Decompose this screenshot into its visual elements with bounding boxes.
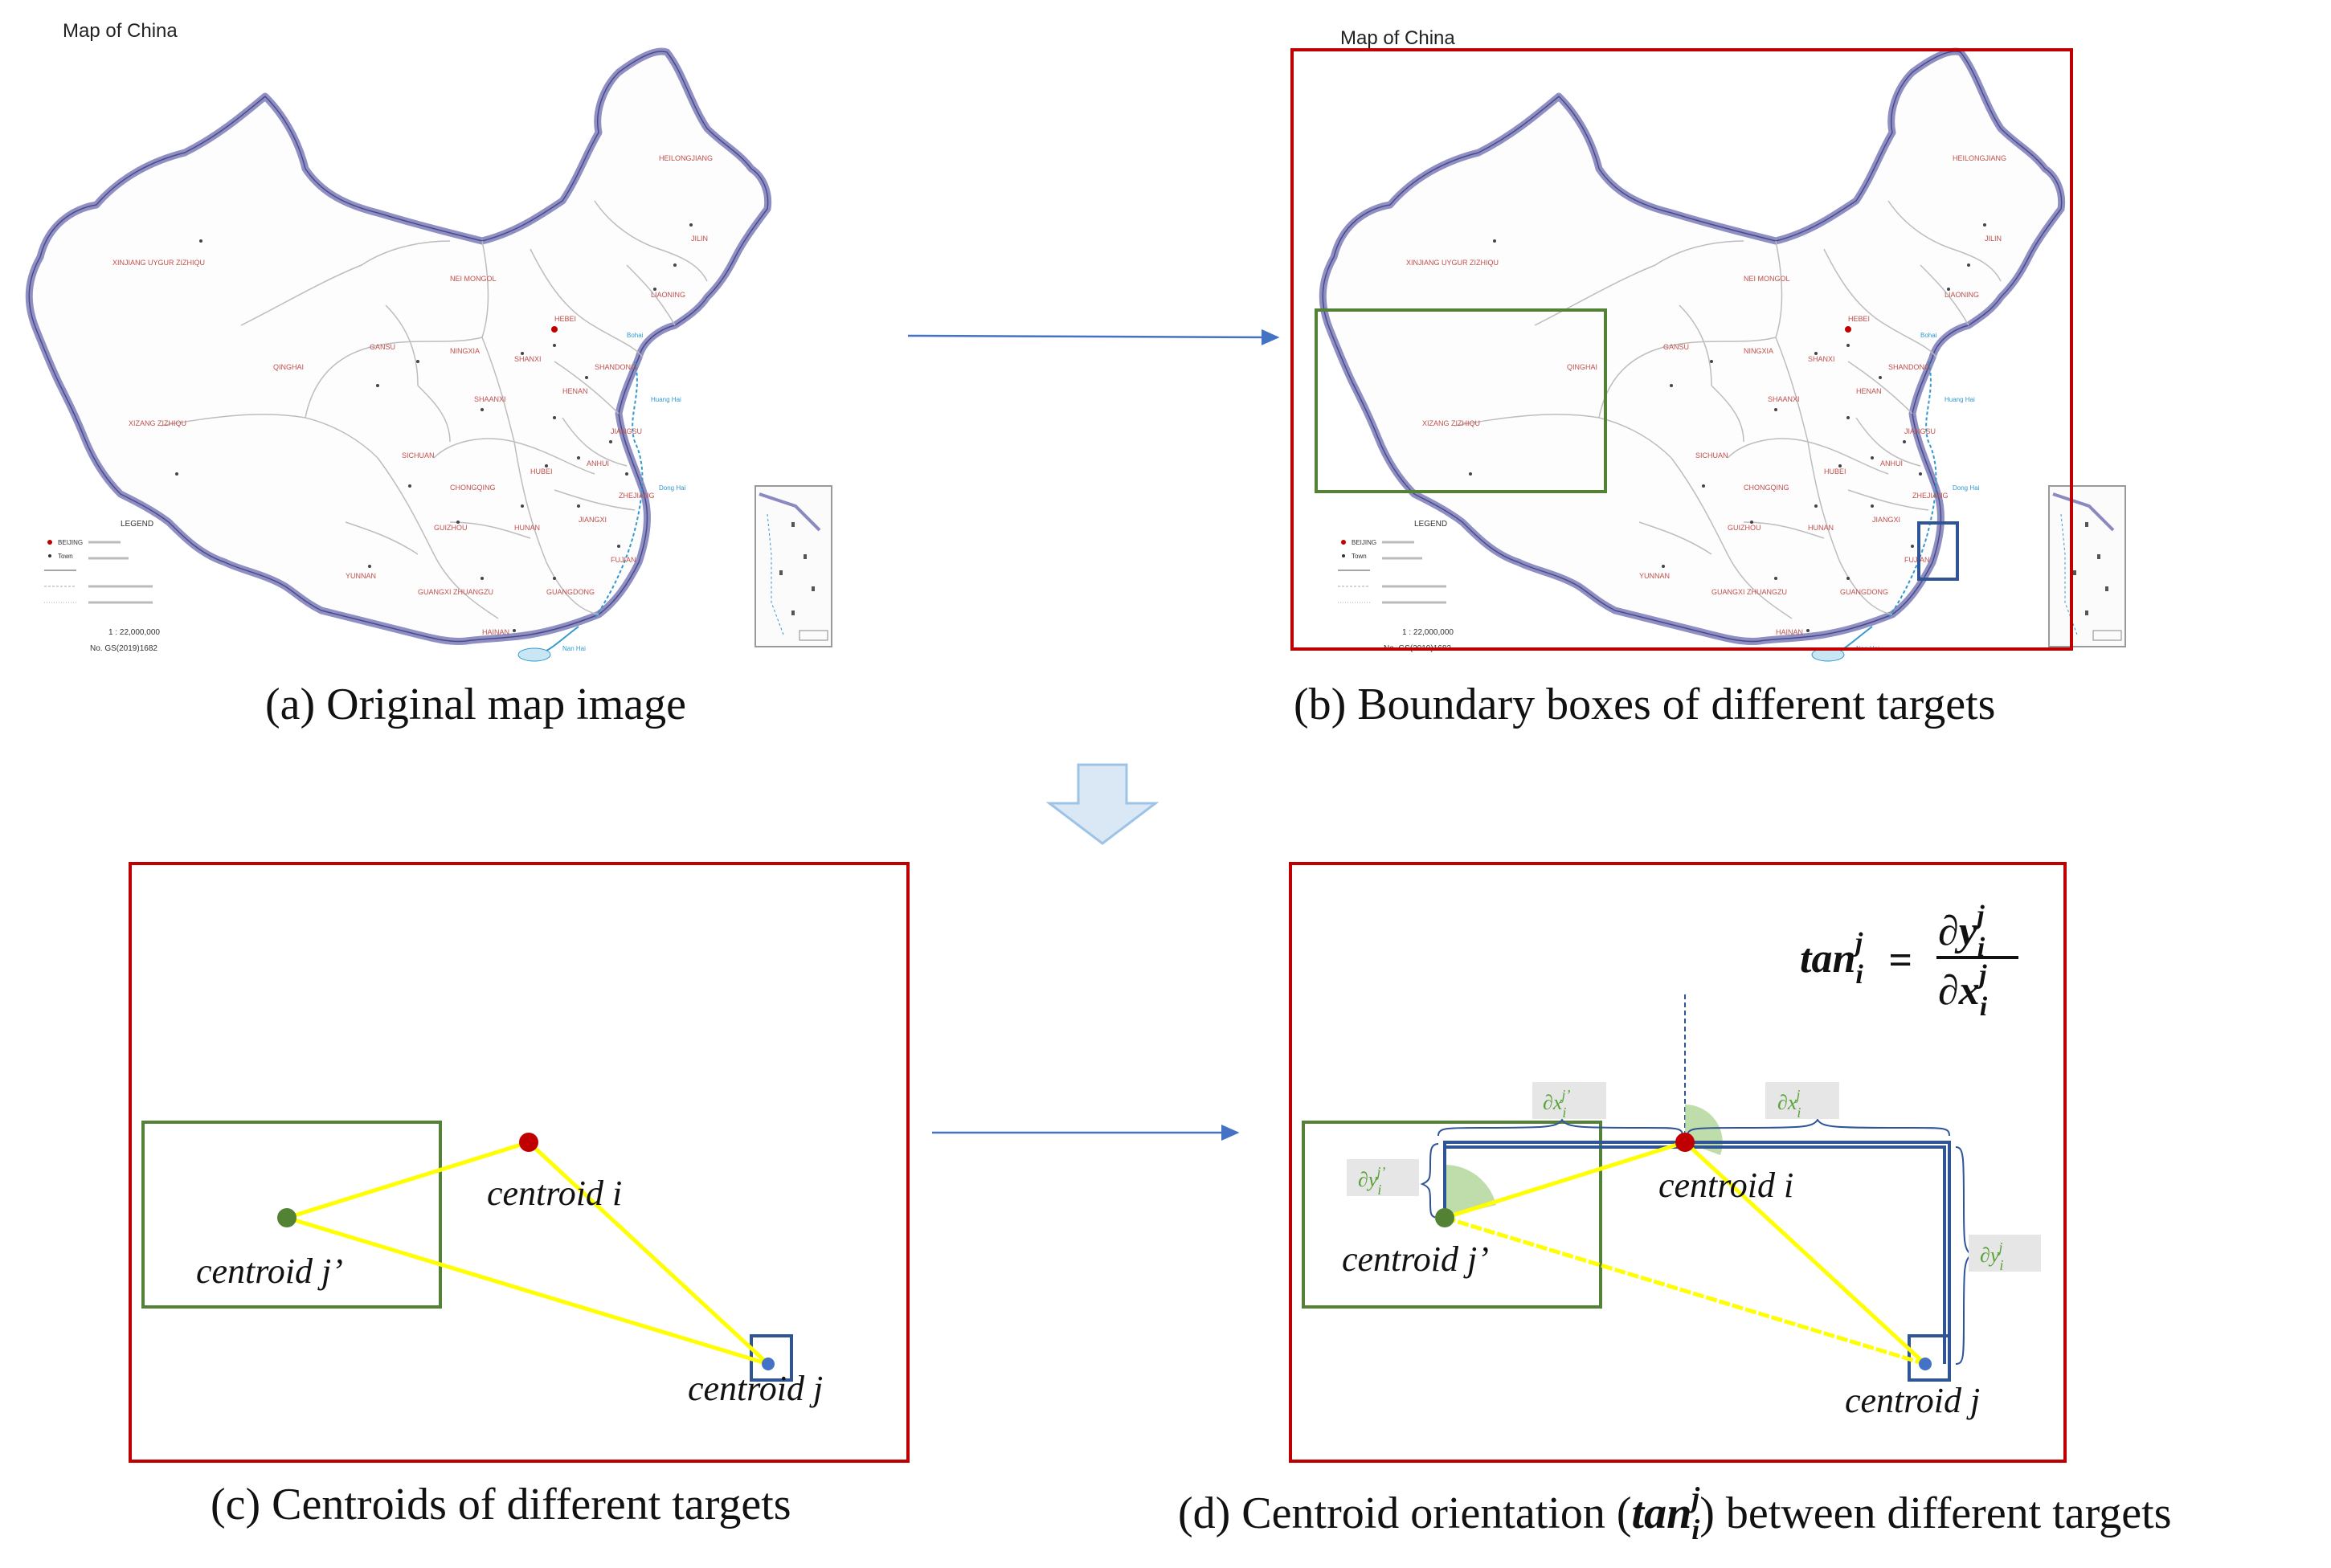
formula-den: ∂xij (1938, 960, 1988, 1022)
panel-c: centroid i centroid j’ centroid j (c) Ce… (129, 862, 910, 1529)
centroid-jp-label: centroid j’ (196, 1252, 343, 1291)
caption-a: (a) Original map image (265, 680, 686, 729)
line-i-to-j-d (1683, 1141, 1927, 1366)
line-jp-to-i (286, 1140, 530, 1220)
brace-dy-left (1420, 1143, 1439, 1219)
braces (1420, 1118, 1973, 1365)
dx-right-label: ∂xij (1777, 1087, 1801, 1121)
centroid-jp-point-d (1435, 1208, 1454, 1227)
arrow-a-to-b (907, 329, 1280, 345)
blue-bounding-box-b (1917, 521, 1959, 581)
red-bounding-box-c (129, 862, 910, 1463)
centroid-j-point-d (1919, 1358, 1932, 1370)
red-bounding-box-b (1290, 48, 2073, 651)
down-arrow (1045, 763, 1159, 845)
map-title-b: Map of China (1340, 27, 1455, 49)
formula-num: ∂yij (1938, 900, 1985, 962)
map-title-a: Map of China (63, 20, 178, 42)
centroid-i-point (519, 1133, 538, 1152)
panel-a: Map of China (a) Original map image (29, 20, 832, 729)
triangle-lines-d (1444, 1140, 1927, 1366)
centroid-j-label-d: centroid j (1845, 1381, 1980, 1420)
centroid-jp-point (277, 1208, 296, 1227)
panel-d: ∂xij’ ∂xij ∂yij’ ∂yij centroid i centroi… (1178, 862, 2171, 1546)
map-image-a (29, 51, 832, 661)
dx-left-bg (1532, 1082, 1606, 1119)
dy-right-bg (1969, 1235, 2041, 1272)
green-bounding-box-b (1315, 308, 1607, 493)
caption-d: (d) Centroid orientation (tanij) between… (1178, 1481, 2171, 1546)
centroid-i-label-d: centroid i (1658, 1166, 1793, 1205)
dy-left-bg (1347, 1159, 1419, 1196)
caption-c: (c) Centroids of different targets (211, 1480, 791, 1529)
dx-right-bg (1765, 1082, 1839, 1119)
centroid-i-label: centroid i (487, 1174, 622, 1213)
panel-b: Map of China (b) Boundary boxes of diffe… (1290, 27, 2125, 729)
formula-eq: = (1888, 937, 1912, 983)
triangle-lines-c (286, 1140, 770, 1366)
dx-left-label: ∂xij’ (1543, 1087, 1570, 1121)
projection-lines (1443, 1141, 1951, 1364)
map-image-b (1323, 51, 2125, 661)
line-i-to-j (527, 1141, 770, 1366)
dy-left-label: ∂yij’ (1358, 1164, 1385, 1198)
centroid-j-point (762, 1358, 775, 1370)
line-jp-to-j (286, 1215, 769, 1366)
red-bounding-box-d (1289, 862, 2067, 1463)
centroid-jp-label-d: centroid j’ (1342, 1239, 1489, 1279)
brace-dx-right (1687, 1118, 1950, 1137)
centroid-j-label: centroid j (688, 1369, 823, 1408)
line-jp-to-i-d (1444, 1140, 1686, 1220)
green-bounding-box-d (1302, 1121, 1602, 1309)
green-bounding-box-c (141, 1121, 442, 1309)
outer-projection (1443, 1141, 1951, 1364)
centroid-i-point-d (1675, 1133, 1695, 1152)
inner-projection (1445, 1145, 1946, 1364)
line-jp-to-j-d (1444, 1215, 1926, 1366)
formula-lhs: tanij (1800, 928, 1863, 990)
tan-formula: tanij = ∂yij ∂xij (1800, 900, 2018, 1022)
caption-b: (b) Boundary boxes of different targets (1294, 680, 1995, 729)
brace-dx-left (1437, 1118, 1683, 1137)
dy-right-label: ∂yij (1980, 1239, 2003, 1273)
